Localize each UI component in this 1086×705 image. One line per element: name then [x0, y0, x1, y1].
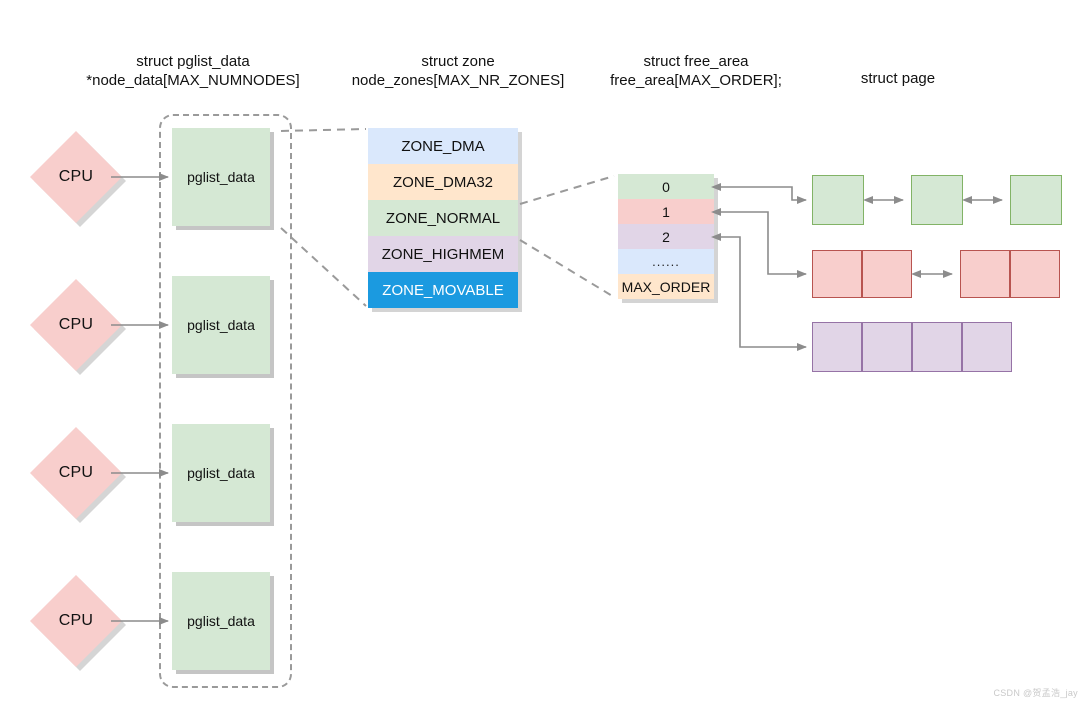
pglist-data-box-3[interactable]: pglist_data	[172, 572, 270, 670]
page-cell	[1010, 175, 1062, 225]
free-area-row-2[interactable]: 2	[618, 224, 714, 249]
pglist-data-label: pglist_data	[187, 169, 255, 185]
cpu-node-1[interactable]: CPU	[30, 279, 126, 375]
header-free-area: struct free_area free_area[MAX_ORDER];	[592, 52, 800, 90]
pglist-data-label: pglist_data	[187, 465, 255, 481]
zone-stack: ZONE_DMA ZONE_DMA32 ZONE_NORMAL ZONE_HIG…	[368, 128, 518, 308]
header-line1: struct pglist_data	[136, 53, 250, 70]
dashed-node-to-zone-bottom	[280, 227, 367, 307]
cpu-node-0[interactable]: CPU	[30, 131, 126, 227]
page-block-order1-a[interactable]	[812, 250, 912, 298]
page-block-order0-a[interactable]	[812, 175, 864, 225]
page-cell	[862, 250, 912, 298]
link-order2	[711, 233, 807, 351]
free-area-row-0[interactable]: 0	[618, 174, 714, 199]
pglist-data-label: pglist_data	[187, 613, 255, 629]
page-cell	[812, 175, 864, 225]
zone-label: ZONE_NORMAL	[385, 209, 501, 227]
header-line2: node_zones[MAX_NR_ZONES]	[351, 72, 565, 89]
header-line1: struct free_area	[643, 53, 749, 70]
free-area-label: ......	[652, 254, 680, 269]
watermark: CSDN @贺孟浩_jay	[993, 688, 1078, 698]
node-data-array-group	[159, 114, 292, 688]
dashed-zone-to-freearea-top	[519, 175, 615, 205]
zone-row-highmem[interactable]: ZONE_HIGHMEM	[368, 236, 518, 272]
cpu-label: CPU	[58, 316, 94, 333]
free-area-row-ellipsis: ......	[618, 249, 714, 274]
page-cell	[812, 250, 862, 298]
header-pglist-data: struct pglist_data *node_data[MAX_NUMNOD…	[63, 52, 323, 90]
pglist-data-label: pglist_data	[187, 317, 255, 333]
free-area-label: 0	[662, 178, 670, 195]
link-order0	[711, 183, 807, 204]
link-order1	[711, 208, 807, 278]
cpu-label: CPU	[58, 464, 94, 481]
free-area-label: 2	[662, 228, 670, 245]
dashed-zone-to-freearea-bottom	[519, 239, 615, 298]
page-cell	[960, 250, 1010, 298]
page-cell	[862, 322, 912, 372]
cpu-label: CPU	[58, 612, 94, 629]
zone-row-movable[interactable]: ZONE_MOVABLE	[368, 272, 518, 308]
header-page: struct page	[808, 69, 988, 88]
free-area-label: MAX_ORDER	[621, 278, 711, 295]
zone-row-normal[interactable]: ZONE_NORMAL	[368, 200, 518, 236]
zone-label: ZONE_DMA	[401, 137, 485, 155]
page-cell	[911, 175, 963, 225]
page-block-order0-b[interactable]	[911, 175, 963, 225]
zone-row-dma[interactable]: ZONE_DMA	[368, 128, 518, 164]
header-line2: *node_data[MAX_NUMNODES]	[86, 72, 300, 89]
free-area-row-max-order[interactable]: MAX_ORDER	[618, 274, 714, 299]
page-cell	[1010, 250, 1060, 298]
zone-label: ZONE_MOVABLE	[382, 281, 504, 299]
dashed-node-to-zone-top	[280, 128, 367, 132]
page-cell	[912, 322, 962, 372]
header-line2: free_area[MAX_ORDER];	[610, 72, 782, 89]
page-block-order1-b[interactable]	[960, 250, 1060, 298]
pglist-data-box-0[interactable]: pglist_data	[172, 128, 270, 226]
cpu-node-3[interactable]: CPU	[30, 575, 126, 671]
header-zone: struct zone node_zones[MAX_NR_ZONES]	[333, 52, 583, 90]
pglist-data-box-1[interactable]: pglist_data	[172, 276, 270, 374]
cpu-node-2[interactable]: CPU	[30, 427, 126, 523]
zone-label: ZONE_HIGHMEM	[381, 245, 505, 263]
page-block-order2-a[interactable]	[812, 322, 1012, 372]
free-area-row-1[interactable]: 1	[618, 199, 714, 224]
free-area-stack: 0 1 2 ...... MAX_ORDER	[618, 174, 714, 299]
header-line1: struct zone	[421, 53, 495, 70]
cpu-label: CPU	[58, 168, 94, 185]
header-line1: struct page	[860, 70, 936, 87]
free-area-label: 1	[662, 203, 670, 220]
pglist-data-box-2[interactable]: pglist_data	[172, 424, 270, 522]
zone-row-dma32[interactable]: ZONE_DMA32	[368, 164, 518, 200]
page-cell	[962, 322, 1012, 372]
zone-label: ZONE_DMA32	[392, 173, 494, 191]
page-cell	[812, 322, 862, 372]
page-block-order0-c[interactable]	[1010, 175, 1062, 225]
